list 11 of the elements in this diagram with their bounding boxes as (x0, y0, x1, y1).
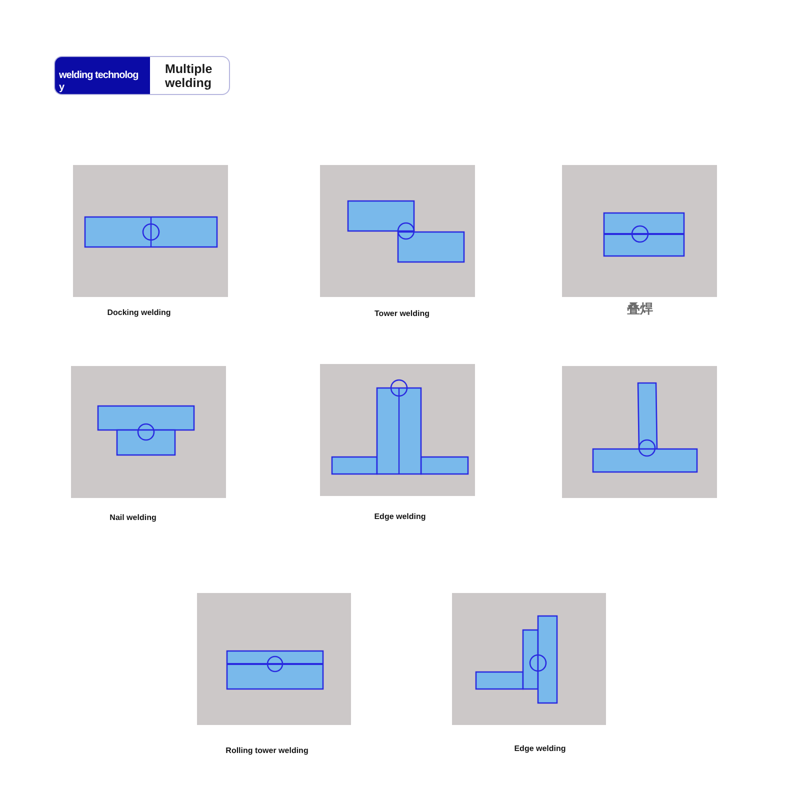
tab-text: welding technology (59, 70, 140, 94)
caption-text: Rolling tower welding (226, 744, 308, 756)
caption-text: Nail welding (110, 512, 156, 522)
tab-text: Multiple welding (165, 62, 214, 90)
category-tab (54, 56, 150, 95)
caption-text: Edge welding (374, 510, 426, 522)
caption-text: Tower welding (374, 308, 430, 318)
caption-text: 叠焊 (627, 302, 653, 318)
caption-text: Edge welding (514, 742, 566, 754)
title-tab (150, 56, 230, 95)
caption-text: Docking welding (107, 306, 171, 318)
